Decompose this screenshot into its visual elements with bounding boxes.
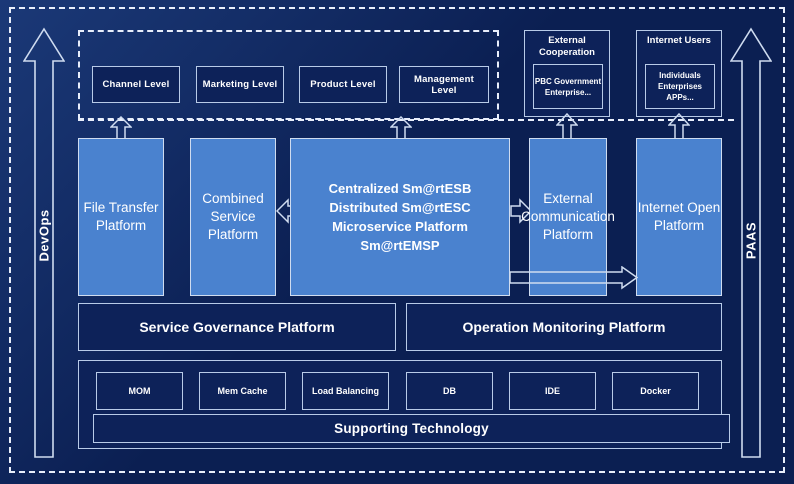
tech-chip-docker[interactable]: Docker [612, 372, 699, 410]
service-governance-platform-label: Service Governance Platform [139, 319, 335, 335]
service-governance-platform[interactable]: Service Governance Platform [78, 303, 396, 351]
platform-external-communication[interactable]: External Communication Platform [521, 138, 615, 296]
up-arrow-core-platform [390, 116, 412, 140]
internet-users-inner-label: Individuals Enterprises APPs... [657, 71, 703, 102]
business-level-management[interactable]: Management Level [399, 66, 489, 103]
internet-users-title: Internet Users [647, 35, 711, 46]
external-cooperation-title: External Cooperation [539, 35, 595, 58]
paas-arrow: PAAS [730, 27, 772, 459]
supporting-technology-bar[interactable]: Supporting Technology [93, 414, 730, 443]
business-level-product[interactable]: Product Level [299, 66, 387, 103]
internet-users-group[interactable]: Internet Users Individuals Enterprises A… [636, 30, 722, 117]
up-arrow-external-communication [556, 113, 578, 140]
platform-internet-open[interactable]: Internet Open Platform [636, 138, 722, 296]
business-level-channel[interactable]: Channel Level [92, 66, 180, 103]
up-arrow-internet-open [668, 113, 690, 140]
tech-chip-ide-label: IDE [544, 385, 560, 396]
paas-arrow-label: PAAS [743, 221, 759, 260]
tech-chip-mom-label: MOM [128, 385, 151, 396]
devops-arrow-label: DevOps [36, 209, 52, 262]
tech-chip-load-balancing[interactable]: Load Balancing [302, 372, 389, 410]
tech-chip-docker-label: Docker [640, 385, 671, 396]
devops-arrow: DevOps [23, 27, 65, 459]
business-level-management-label: Management Level [413, 73, 475, 96]
platform-core-esb[interactable]: Centralized Sm@rtESB Distributed Sm@rtES… [290, 138, 510, 296]
business-level-channel-label: Channel Level [102, 79, 170, 90]
platform-combined-service-label: Combined Service Platform [202, 191, 264, 242]
tech-chip-db-label: DB [443, 385, 456, 396]
tech-chip-mem-cache[interactable]: Mem Cache [199, 372, 286, 410]
platform-file-transfer-label: File Transfer Platform [83, 200, 159, 233]
external-cooperation-group[interactable]: External Cooperation PBC Government Ente… [524, 30, 610, 117]
external-cooperation-inner-label: PBC Government Enterprise... [534, 76, 602, 97]
internet-users-inner: Individuals Enterprises APPs... [645, 64, 715, 109]
tech-chip-ide[interactable]: IDE [509, 372, 596, 410]
tech-chip-db[interactable]: DB [406, 372, 493, 410]
operation-monitoring-platform[interactable]: Operation Monitoring Platform [406, 303, 722, 351]
operation-monitoring-platform-label: Operation Monitoring Platform [462, 319, 666, 335]
up-arrow-file-transfer [110, 116, 132, 140]
platform-file-transfer[interactable]: File Transfer Platform [78, 138, 164, 296]
tech-chip-mom[interactable]: MOM [96, 372, 183, 410]
tech-chip-mem-cache-label: Mem Cache [217, 385, 268, 396]
supporting-technology-label: Supporting Technology [334, 421, 489, 436]
platform-internet-open-label: Internet Open Platform [637, 200, 721, 233]
platform-combined-service[interactable]: Combined Service Platform [190, 138, 276, 296]
outer-boundary [9, 7, 785, 473]
tech-chip-load-balancing-label: Load Balancing [311, 385, 379, 396]
business-level-marketing[interactable]: Marketing Level [196, 66, 284, 103]
business-band-separator [78, 119, 734, 121]
connector-arrow-right [510, 198, 532, 224]
external-cooperation-inner: PBC Government Enterprise... [533, 64, 603, 109]
platform-external-communication-label: External Communication Platform [521, 191, 615, 242]
business-level-marketing-label: Marketing Level [202, 79, 278, 90]
business-level-product-label: Product Level [310, 79, 376, 90]
connector-arrow-core-to-internet [510, 266, 638, 290]
platform-core-esb-label: Centralized Sm@rtESB Distributed Sm@rtES… [328, 181, 472, 253]
